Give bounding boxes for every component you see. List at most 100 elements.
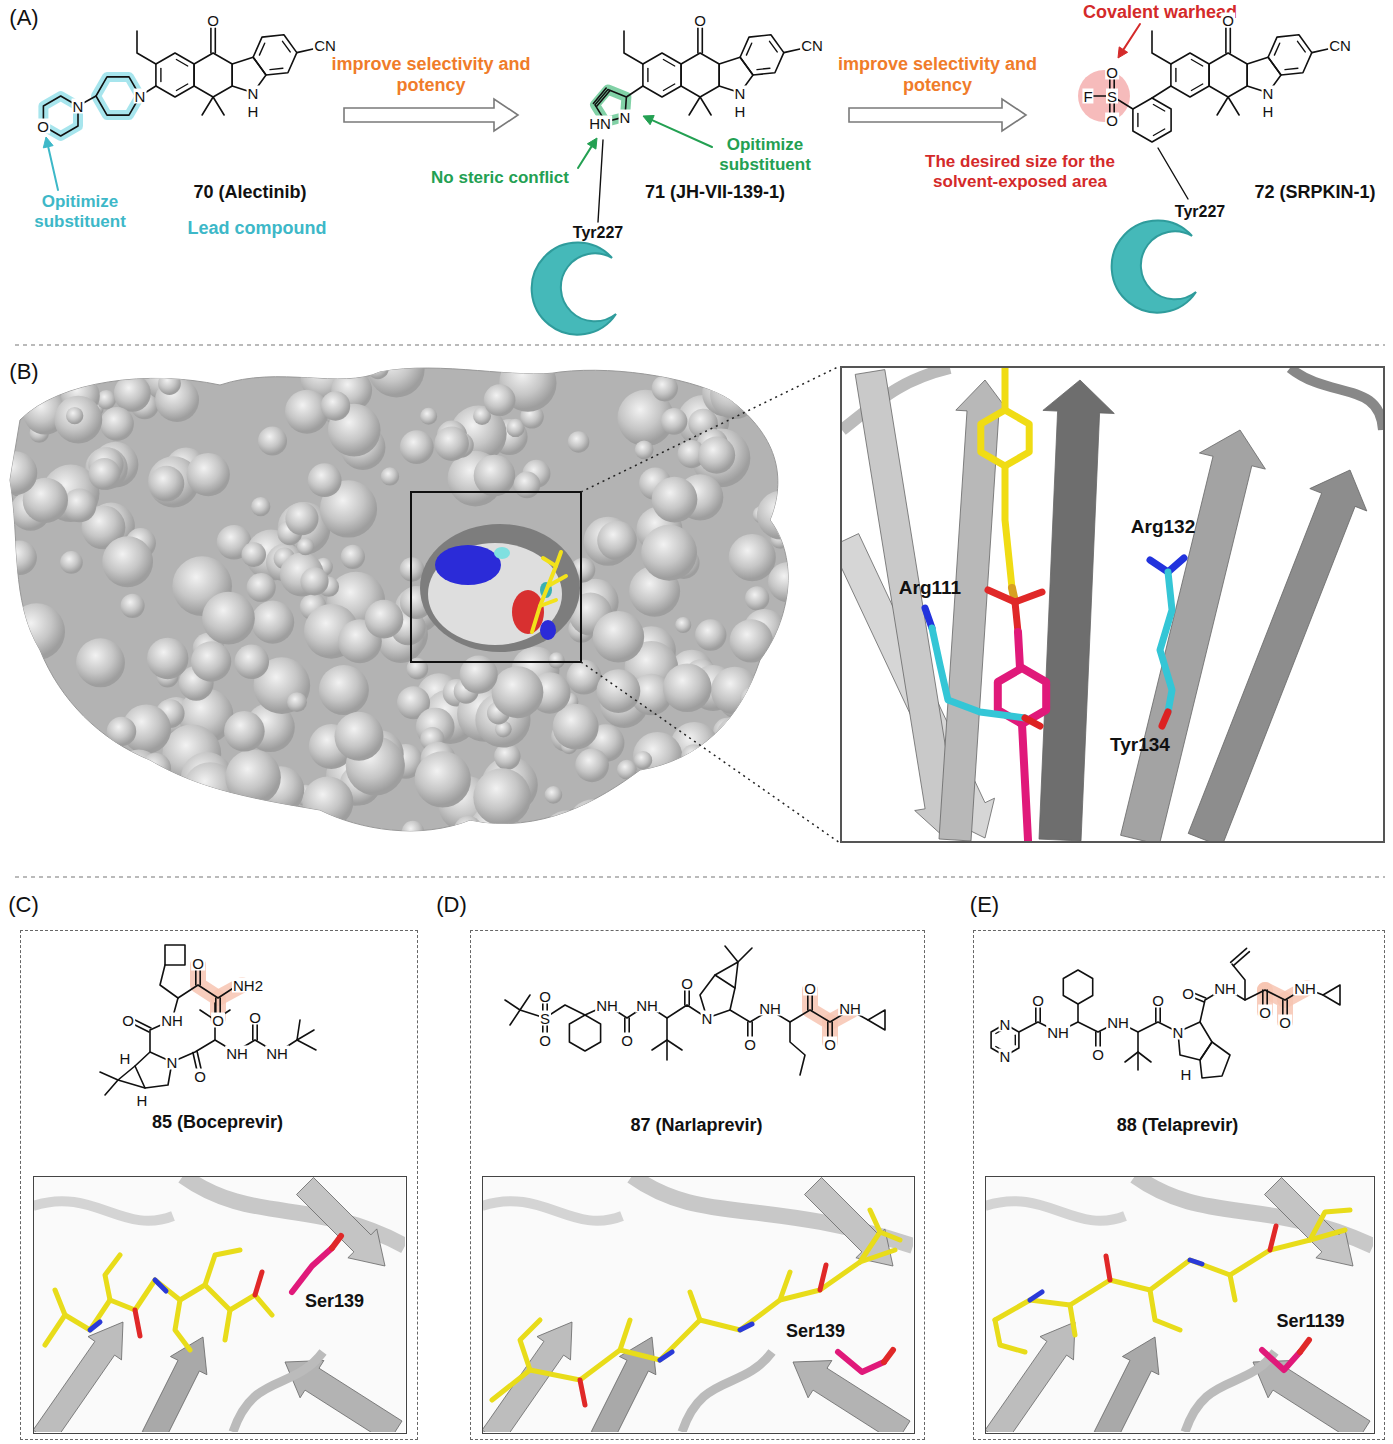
surface-bump bbox=[60, 551, 83, 574]
surface-bump bbox=[736, 700, 776, 740]
atom-label: O bbox=[206, 13, 220, 28]
ligand-sticks bbox=[995, 1320, 1025, 1352]
surface-bump bbox=[226, 809, 286, 869]
ring bbox=[1323, 985, 1340, 1005]
atom-label: NH bbox=[1106, 1015, 1130, 1030]
surface-bump bbox=[367, 358, 388, 379]
surface-bump bbox=[710, 370, 759, 419]
surface-bump bbox=[548, 652, 564, 668]
double-bond bbox=[701, 28, 703, 53]
surface-bump bbox=[739, 383, 766, 410]
oxygen bbox=[1162, 712, 1168, 726]
zoom-line bbox=[581, 662, 840, 843]
surface-bump bbox=[757, 491, 806, 540]
bond bbox=[297, 1040, 316, 1050]
atom-label: CN bbox=[1328, 38, 1352, 53]
surface-bump bbox=[43, 711, 95, 763]
surface-bump bbox=[2, 780, 50, 828]
oxygen bbox=[255, 1272, 262, 1295]
structure-view: Ser1139 bbox=[985, 1176, 1375, 1434]
process-arrow bbox=[849, 99, 1026, 131]
ring bbox=[1171, 53, 1209, 97]
aromatic-bond bbox=[1274, 43, 1279, 55]
aromatic-bond bbox=[1285, 68, 1298, 69]
aromatic-bond bbox=[270, 68, 283, 69]
surface-bump bbox=[176, 783, 212, 819]
panel-separator bbox=[15, 876, 1385, 877]
warhead-highlight bbox=[1078, 70, 1130, 122]
serine-sticks bbox=[838, 1352, 884, 1372]
ligand-sticks bbox=[55, 1290, 65, 1315]
bond bbox=[666, 1018, 668, 1040]
surface-bump bbox=[202, 592, 255, 645]
protein-surface bbox=[10, 368, 788, 831]
atom-label: O bbox=[803, 981, 817, 996]
node-text: Ser139 bbox=[786, 1320, 845, 1341]
panel-letter: (D) bbox=[436, 892, 467, 917]
zoom-frame bbox=[411, 492, 581, 662]
surface-bump bbox=[415, 751, 471, 807]
structure-view: Ser139 bbox=[482, 1176, 915, 1434]
ring bbox=[194, 53, 232, 97]
surface-bump bbox=[0, 801, 42, 846]
surface-bump bbox=[149, 466, 185, 502]
node-text: 88 (Telaprevir) bbox=[1117, 1114, 1239, 1135]
atom-label: N bbox=[134, 89, 147, 104]
surface-bump bbox=[747, 691, 771, 715]
bond bbox=[1137, 1032, 1139, 1052]
surface-bump bbox=[749, 687, 792, 730]
bond bbox=[297, 1030, 314, 1040]
bond bbox=[505, 1000, 520, 1025]
atom-label: NH bbox=[838, 1001, 862, 1016]
ligand-ring bbox=[981, 410, 1029, 466]
ligand-sticks bbox=[205, 1250, 240, 1285]
atom-label: NH bbox=[595, 998, 619, 1013]
beta-strand bbox=[1094, 1337, 1159, 1432]
ligand-sticks bbox=[1310, 1210, 1350, 1240]
surface-bump bbox=[679, 742, 738, 801]
surface-bump bbox=[302, 777, 353, 828]
surface-bump bbox=[114, 375, 151, 412]
surface-bump bbox=[641, 525, 697, 581]
surface-bump bbox=[297, 538, 314, 555]
bond bbox=[100, 1072, 118, 1095]
surface-bump bbox=[285, 502, 318, 535]
surface-bump bbox=[13, 628, 29, 644]
tyrosine-sticks bbox=[1022, 724, 1028, 840]
bond bbox=[1137, 1052, 1139, 1070]
surface-bump bbox=[778, 387, 812, 421]
aromatic-bond bbox=[176, 60, 187, 67]
arginine-sticks bbox=[1160, 572, 1172, 712]
ligand-sticks bbox=[1002, 368, 1009, 410]
node-text: 87 (Narlaprevir) bbox=[630, 1114, 762, 1135]
node-text: 71 (JH-VII-139-1) bbox=[645, 182, 785, 203]
surface-bump bbox=[63, 489, 97, 523]
atom-label: O bbox=[620, 1033, 634, 1048]
atom-label: O bbox=[1091, 1047, 1105, 1062]
arrow-head bbox=[643, 116, 654, 125]
atom-label: NH bbox=[225, 1046, 249, 1061]
bond bbox=[178, 985, 238, 998]
surface-bump bbox=[250, 362, 266, 378]
aromatic-bond bbox=[1191, 60, 1202, 67]
aromatic-bond bbox=[259, 43, 264, 55]
atom-label: S bbox=[539, 1011, 551, 1026]
surface-bump bbox=[308, 463, 342, 497]
bond bbox=[1019, 1022, 1178, 1032]
nitrogen bbox=[1030, 1292, 1042, 1300]
node-text: 72 (SRPKIN-1) bbox=[1254, 182, 1375, 203]
surface-bump bbox=[420, 408, 437, 425]
patch bbox=[494, 547, 510, 559]
ligand-sticks bbox=[1005, 466, 1012, 588]
surface-bump bbox=[675, 617, 691, 633]
atom-label: O bbox=[211, 1013, 225, 1028]
annotation: The desired size for the solvent-exposed… bbox=[900, 152, 1140, 191]
surface-bump bbox=[575, 748, 609, 782]
surface-bump bbox=[59, 831, 85, 857]
atom-label: O bbox=[823, 1037, 837, 1052]
surface-bump bbox=[768, 562, 808, 602]
serine-sticks bbox=[1262, 1350, 1300, 1370]
panel-separator bbox=[15, 344, 1385, 345]
bond bbox=[172, 1040, 297, 1062]
surface-bump bbox=[147, 638, 188, 679]
